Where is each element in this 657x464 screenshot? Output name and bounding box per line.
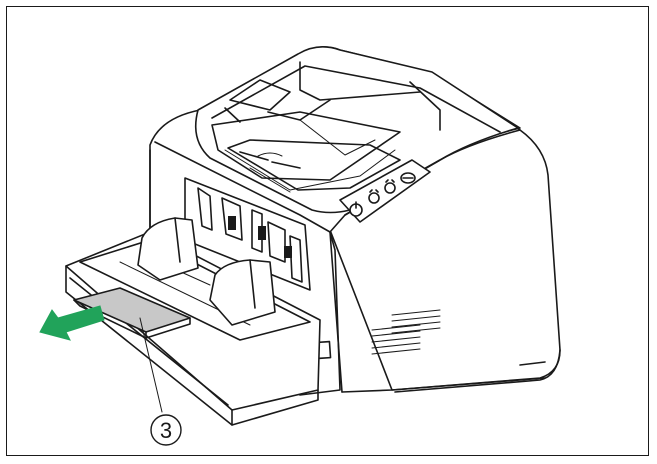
callout-3: 3 (139, 317, 182, 446)
output-tray (65, 217, 321, 426)
scan-icon-2[interactable] (384, 179, 396, 194)
scanner-body (149, 46, 561, 396)
extension-tray[interactable] (73, 287, 191, 339)
power-icon[interactable] (349, 201, 363, 217)
callout-number: 3 (160, 418, 172, 443)
scan-icon[interactable] (368, 189, 380, 204)
pull-direction-arrow (39, 305, 105, 341)
skip-icon[interactable] (400, 172, 416, 184)
